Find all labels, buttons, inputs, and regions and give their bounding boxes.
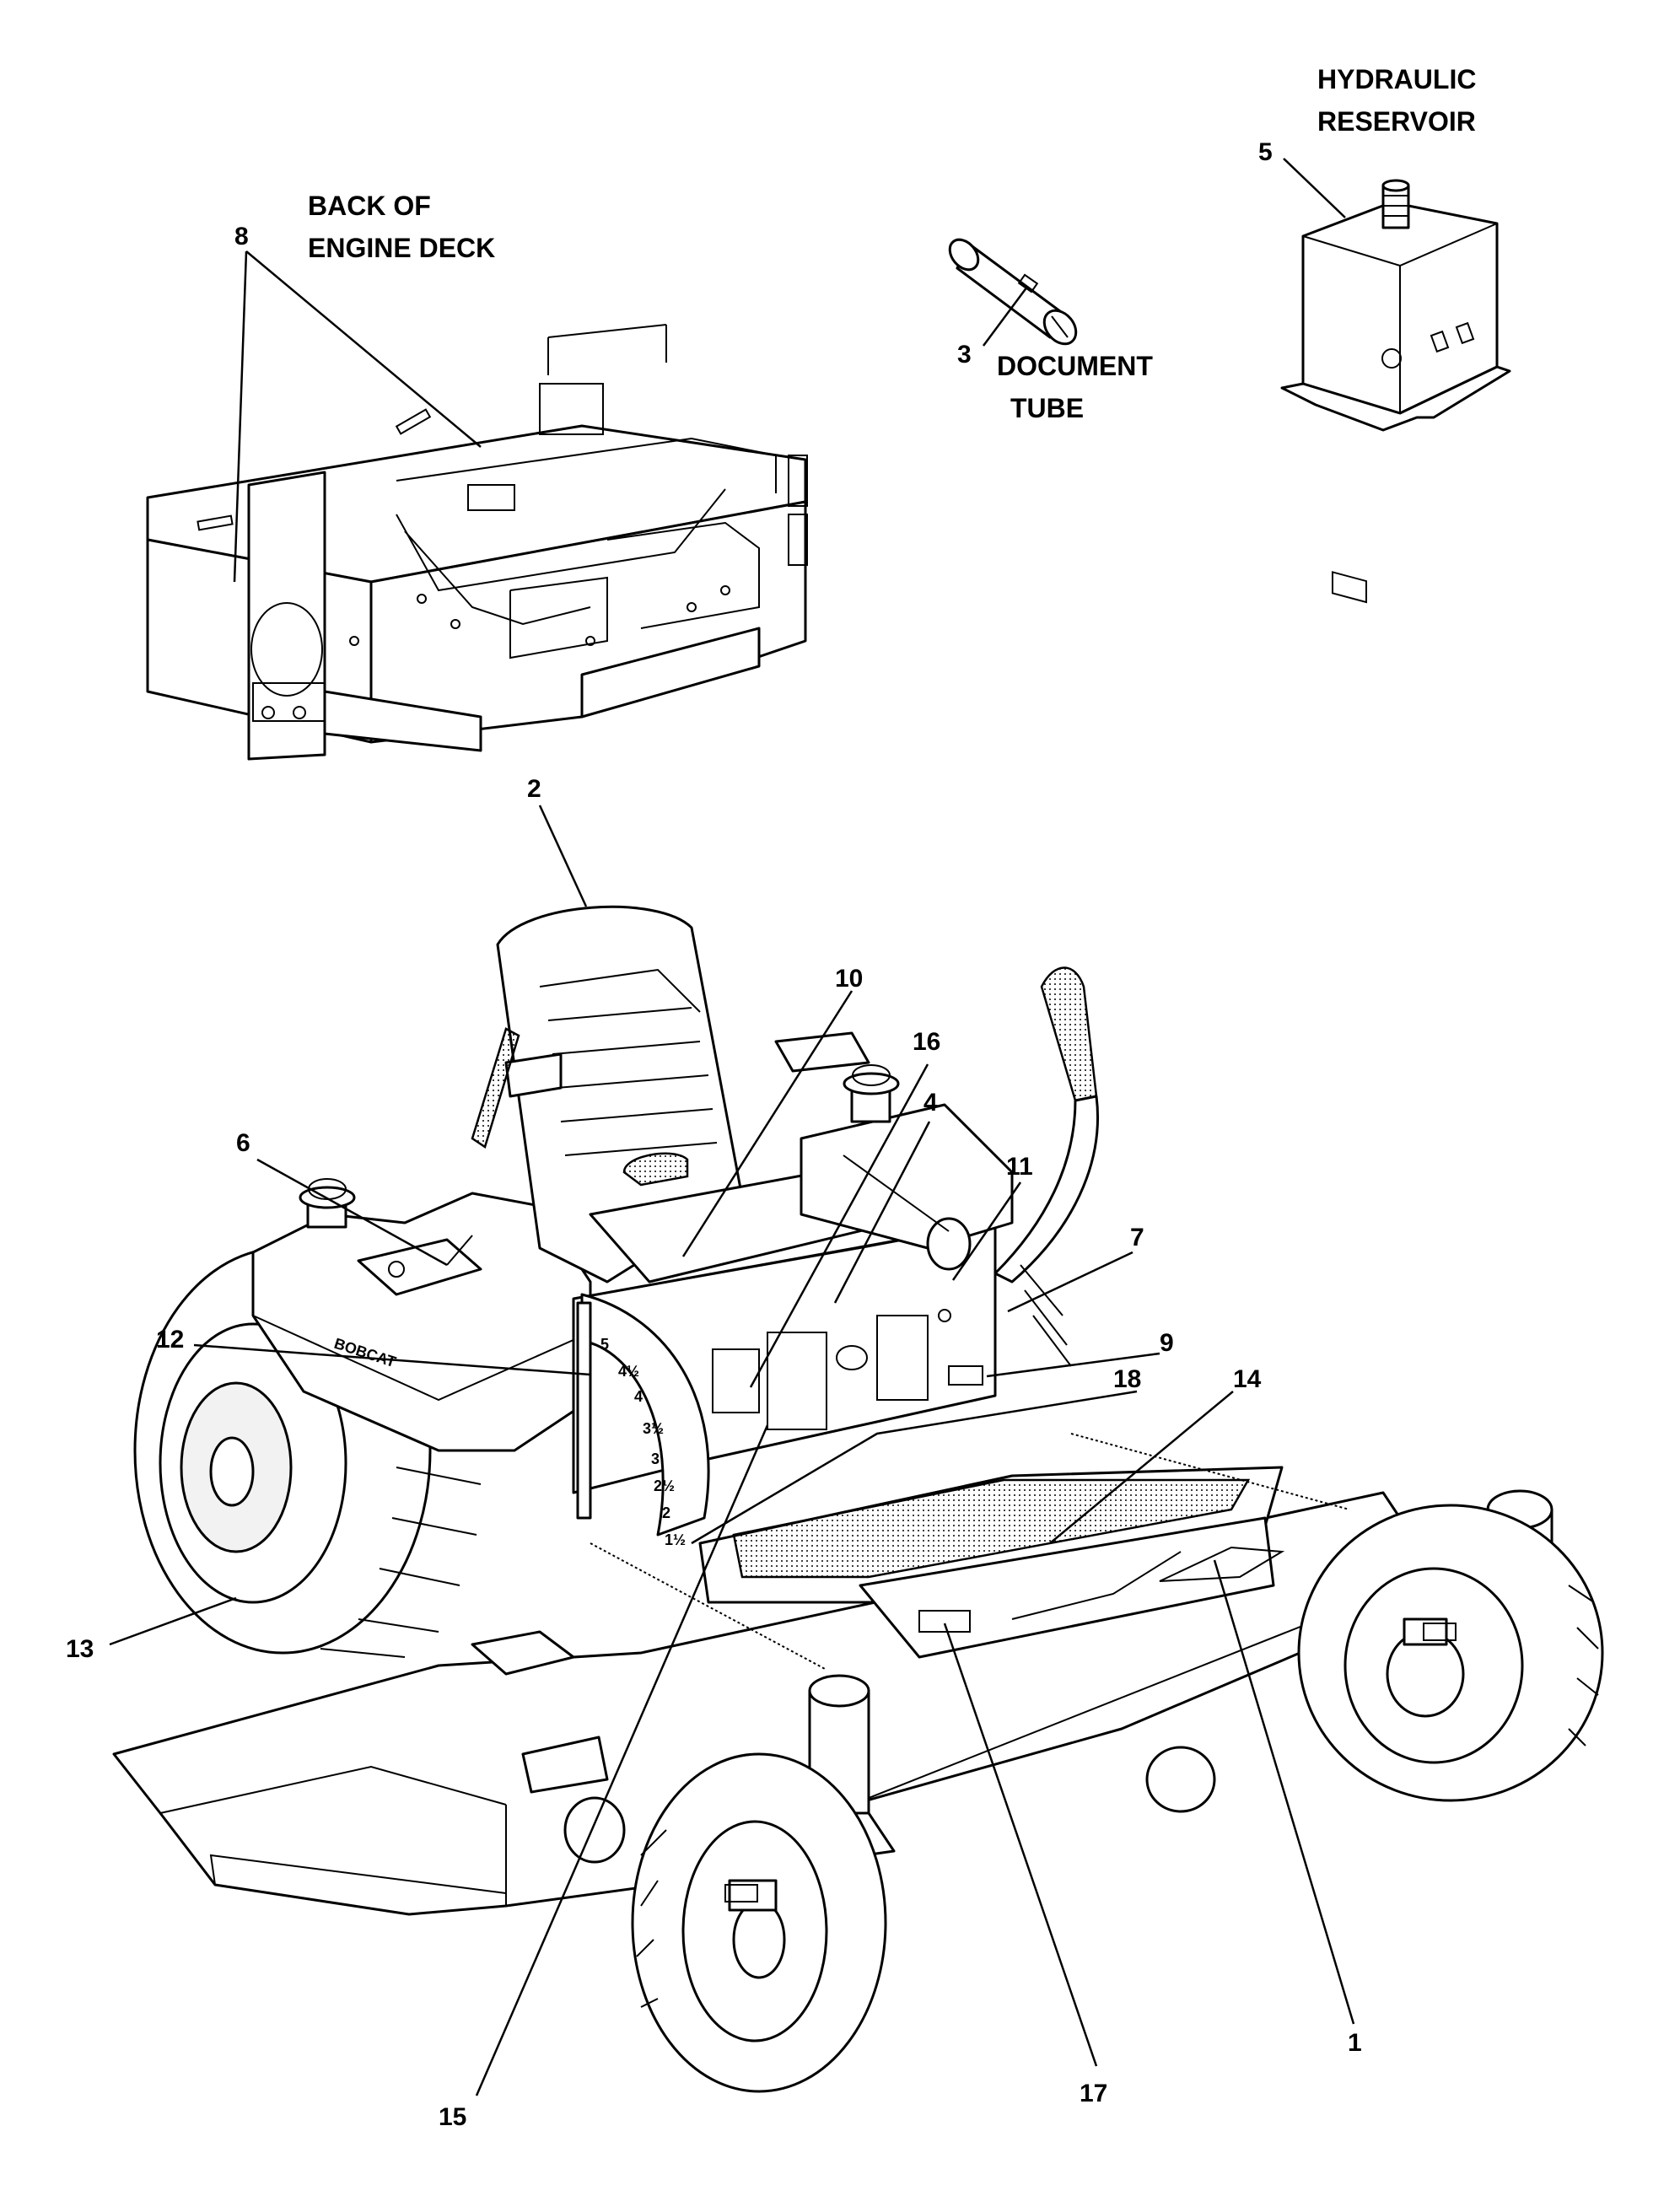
back-of-engine-deck-label-line1: BACK OF: [308, 191, 431, 221]
callout-3: 3: [957, 341, 972, 369]
callout-5: 5: [1258, 138, 1273, 166]
hydraulic-reservoir-label-line2: RESERVOIR: [1317, 106, 1476, 137]
height-mark-2-5: 2½: [654, 1477, 675, 1494]
height-mark-3-5: 3½: [643, 1420, 664, 1437]
height-mark-1-5: 1½: [665, 1531, 686, 1548]
height-mark-5: 5: [600, 1336, 609, 1353]
height-mark-4-5: 4½: [618, 1363, 639, 1380]
callout-9: 9: [1160, 1329, 1174, 1357]
callout-18: 18: [1113, 1365, 1141, 1393]
callout-17: 17: [1080, 2080, 1107, 2107]
callout-1: 1: [1348, 2029, 1362, 2057]
callout-6: 6: [236, 1129, 250, 1157]
hydraulic-reservoir-label-line1: HYDRAULIC: [1317, 64, 1476, 94]
height-gauge-marks: 5 4½ 4 3½ 3 2½ 2 1½: [600, 1336, 686, 1548]
engine-deck-drawing: [146, 324, 808, 761]
callout-8: 8: [234, 223, 249, 250]
document-tube-drawing: [948, 238, 1078, 346]
document-tube-label-line1: DOCUMENT: [997, 351, 1153, 381]
height-mark-3: 3: [651, 1450, 660, 1467]
callout-4: 4: [923, 1089, 938, 1117]
back-of-engine-deck-label-line2: ENGINE DECK: [308, 233, 495, 263]
mower-drawing: BOBCAT: [112, 905, 1604, 2093]
hydraulic-reservoir-drawing: [1280, 179, 1511, 604]
callout-13: 13: [66, 1635, 94, 1663]
callout-11: 11: [1006, 1153, 1033, 1181]
callout-7: 7: [1130, 1224, 1144, 1251]
height-mark-2: 2: [662, 1504, 670, 1521]
height-mark-4: 4: [634, 1388, 643, 1405]
callout-12: 12: [156, 1326, 184, 1354]
callout-leaders: [109, 805, 1355, 2096]
callout-10: 10: [835, 965, 863, 993]
document-tube-label-line2: TUBE: [1010, 393, 1084, 423]
callout-2: 2: [527, 775, 541, 803]
callout-15: 15: [439, 2103, 466, 2131]
callout-16: 16: [913, 1028, 940, 1056]
callout-14: 14: [1233, 1365, 1262, 1393]
